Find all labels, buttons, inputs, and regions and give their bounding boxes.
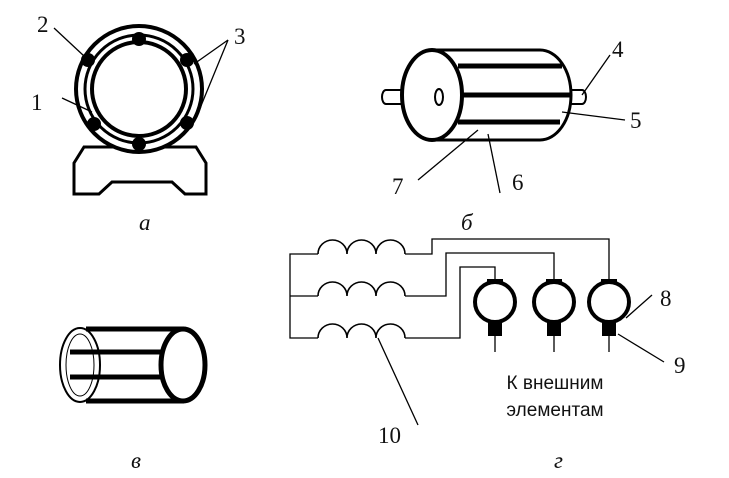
label-10: 10 (378, 423, 401, 448)
cage-front-ring (158, 326, 208, 404)
label-1: 1 (31, 90, 43, 115)
generator-2 (532, 279, 576, 336)
label-5: 5 (630, 108, 642, 133)
label-4: 4 (612, 37, 624, 62)
rotor-side-view: 4 5 6 7 б (381, 37, 642, 235)
external-elements-line2: элементам (506, 400, 603, 421)
squirrel-cage: в (59, 326, 208, 473)
rotor-bars (458, 63, 570, 125)
label-8: 8 (660, 286, 672, 311)
generator-1 (473, 279, 517, 336)
circuit-diagram: 8 9 10 К внешним элементам г (289, 238, 686, 473)
coil-windings (317, 239, 406, 339)
stator-front-view: 2 1 3 а (31, 12, 246, 235)
coil-top (317, 239, 406, 255)
generator-3 (587, 279, 631, 336)
caption-b: б (461, 210, 474, 235)
label-2: 2 (37, 12, 49, 37)
label-6: 6 (512, 170, 524, 195)
external-elements-line1: К внешним (507, 373, 604, 394)
label-3: 3 (234, 24, 246, 49)
cage-back-ring (59, 327, 101, 403)
circuit-wires (289, 238, 610, 352)
label-7: 7 (392, 174, 404, 199)
rotor-end-face (400, 48, 464, 142)
leader-lines-g (377, 294, 665, 426)
caption-g: г (554, 448, 563, 473)
rotor-hub (434, 88, 444, 106)
label-9: 9 (674, 353, 686, 378)
stator-inner-ring (90, 40, 188, 138)
coil-middle (317, 281, 406, 297)
stator-slots (81, 32, 194, 151)
caption-a: а (139, 210, 151, 235)
cage-bars (70, 326, 184, 404)
coil-bottom (317, 323, 406, 339)
stator-base (72, 145, 208, 196)
caption-v: в (131, 448, 141, 473)
leader-lines-a (53, 27, 229, 119)
leader-lines-b (417, 54, 626, 194)
